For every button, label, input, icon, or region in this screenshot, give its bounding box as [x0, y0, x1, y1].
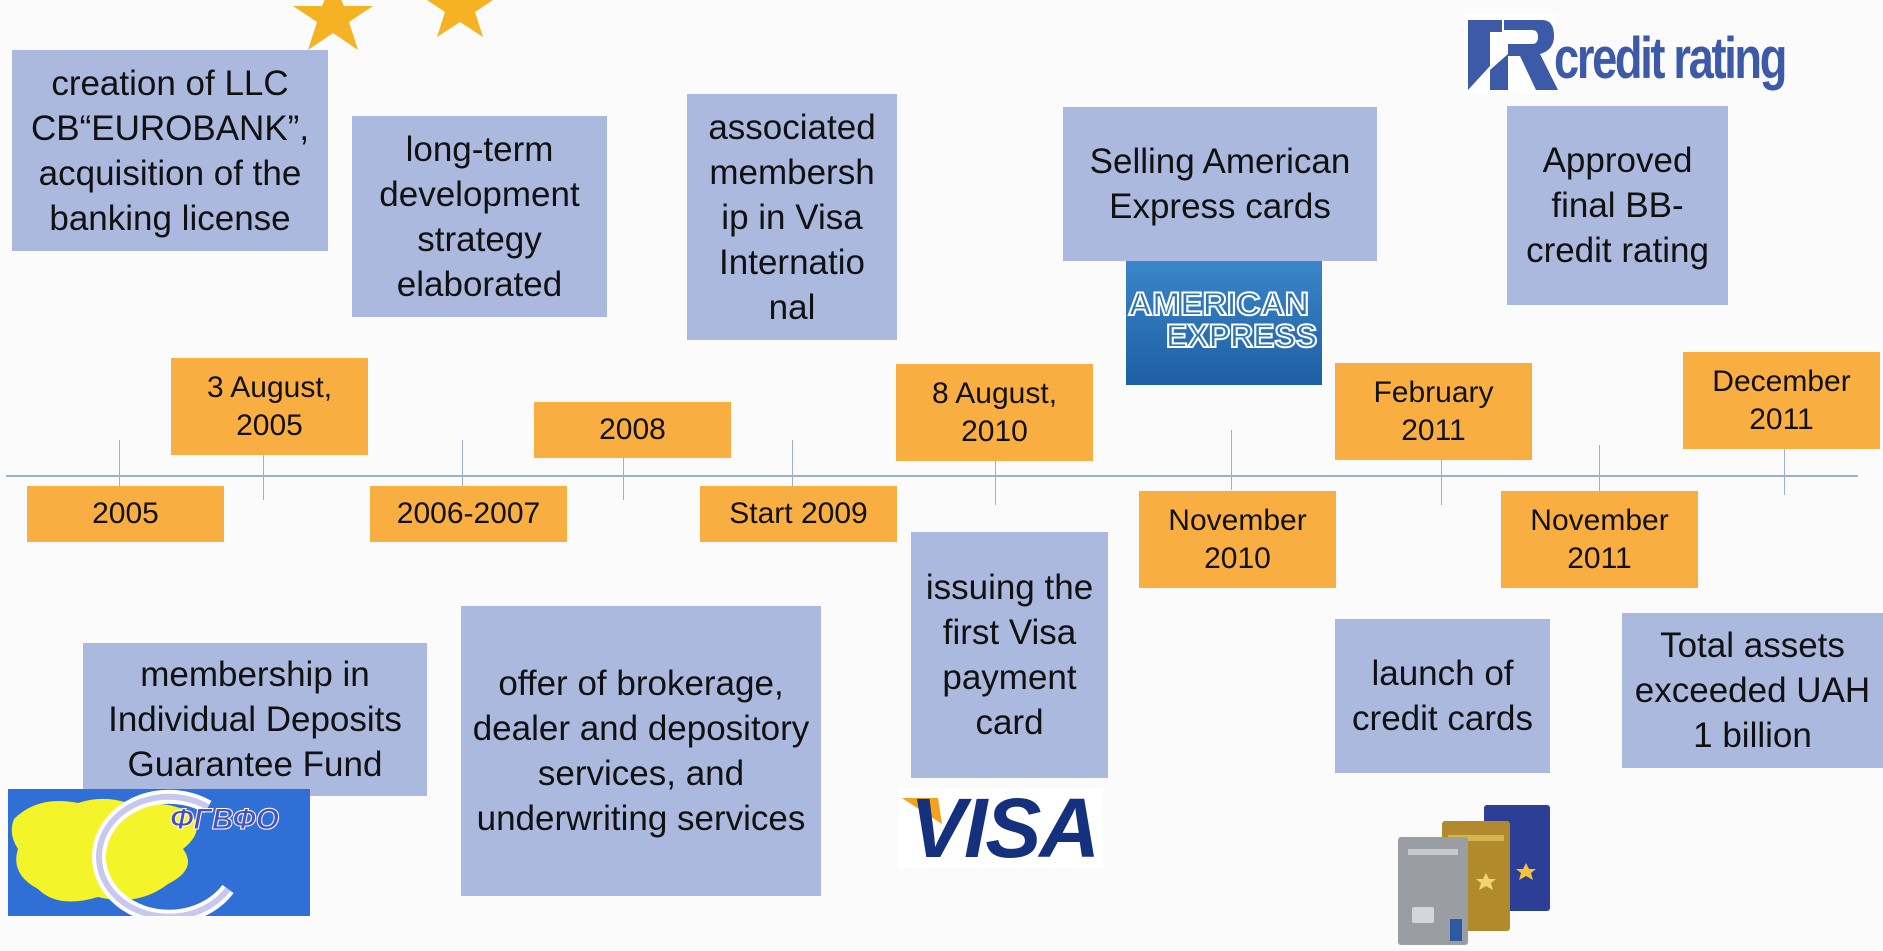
- date-aug2010: 8 August, 2010: [896, 364, 1093, 461]
- event-aug2010-description: issuing the first Visa payment card: [911, 532, 1108, 778]
- timeline-tick: [1784, 435, 1785, 495]
- credit-cards-icon: [1398, 805, 1550, 945]
- event-aug2005-description: membership in Individual Deposits Guaran…: [83, 643, 427, 796]
- event-2005-description: creation of LLC CB“EUROBANK”, acquisitio…: [12, 50, 328, 251]
- credit-rating-logo: credit rating: [1462, 10, 1787, 105]
- star-icon: [293, 0, 373, 50]
- event-feb2011-description: launch of credit cards: [1335, 619, 1550, 773]
- date-aug2005: 3 August, 2005: [171, 358, 368, 455]
- timeline-tick: [623, 440, 624, 500]
- event-2009-description: associated membersh ip in Visa Internati…: [687, 94, 897, 340]
- date-2005: 2005: [27, 486, 224, 542]
- star-icon: [427, 0, 493, 37]
- deposit-guarantee-fund-logo: ФГВФО: [8, 789, 310, 916]
- visa-text: VISA: [910, 781, 1100, 875]
- date-2009: Start 2009: [700, 486, 897, 542]
- timeline-tick: [1231, 430, 1232, 490]
- credit-rating-text: credit rating: [1554, 26, 1787, 91]
- date-nov2011: November 2011: [1501, 491, 1698, 588]
- date-nov2010: November 2010: [1139, 491, 1336, 588]
- timeline-tick: [1599, 445, 1600, 505]
- date-dec2011: December 2011: [1683, 352, 1880, 449]
- event-2006-description: long-term development strategy elaborate…: [352, 116, 607, 317]
- ukraine-map-icon: [11, 789, 234, 916]
- fgvfo-text: ФГВФО: [169, 803, 280, 837]
- event-nov2011-description: Approved final BB- credit rating: [1507, 106, 1728, 305]
- timeline-tick: [995, 440, 996, 505]
- date-2008: 2008: [534, 402, 731, 458]
- timeline-axis: [6, 475, 1858, 477]
- date-2006: 2006-2007: [370, 486, 567, 542]
- event-2008-description: offer of brokerage, dealer and depositor…: [461, 606, 821, 896]
- timeline-tick: [1441, 440, 1442, 505]
- amex-line2: EXPRESS: [1165, 318, 1318, 354]
- amex-line1: AMERICAN: [1127, 286, 1310, 322]
- timeline-tick: [119, 440, 120, 500]
- date-feb2011: February 2011: [1335, 363, 1532, 460]
- event-dec2011-description: Total assets exceeded UAH 1 billion: [1622, 613, 1883, 768]
- event-nov2010-description: Selling American Express cards: [1063, 107, 1377, 261]
- timeline-tick: [263, 440, 264, 500]
- timeline-tick: [792, 440, 793, 500]
- american-express-logo: AMERICAN EXPRESS: [1126, 261, 1322, 385]
- visa-flag-icon: [902, 798, 942, 824]
- credit-rating-mark-icon: [1464, 14, 1558, 94]
- visa-logo: VISA: [898, 781, 1103, 875]
- timeline-tick: [462, 440, 463, 500]
